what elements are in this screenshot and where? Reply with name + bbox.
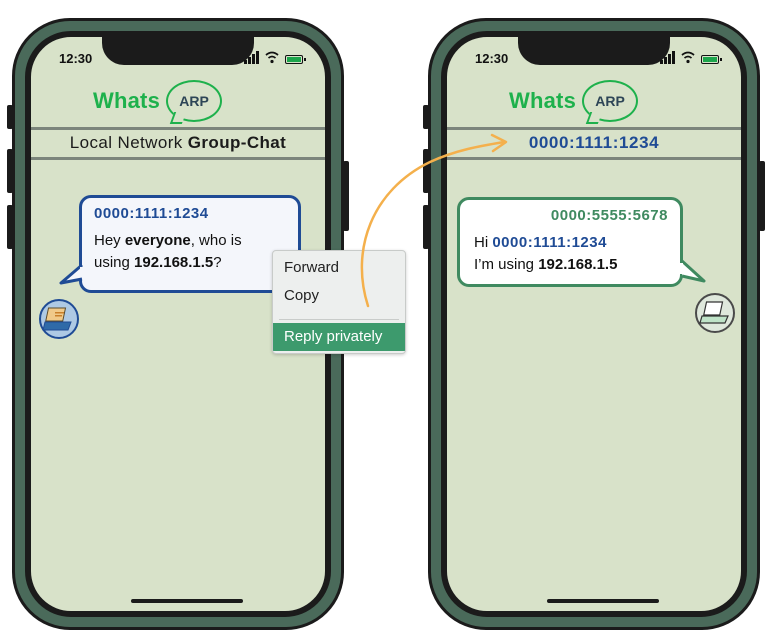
status-icons	[660, 50, 722, 64]
status-time: 12:30	[59, 51, 93, 66]
power-button	[759, 161, 765, 231]
app-logo: Whats ARP	[509, 80, 638, 122]
menu-item-forward[interactable]: Forward	[284, 259, 340, 276]
arrow-head-icon	[490, 133, 508, 153]
menu-separator	[279, 319, 399, 320]
laptop-icon	[42, 307, 72, 331]
notch	[102, 37, 254, 65]
header-rule-top	[31, 127, 325, 130]
volume-up-button	[7, 149, 13, 193]
reply-sender: 0000:5555:5678	[550, 207, 668, 224]
signal-icon	[244, 51, 259, 64]
logo-speech-bubble-icon: ARP	[582, 80, 638, 122]
battery-icon	[701, 55, 722, 64]
message-line-1-pre: Hey	[94, 232, 125, 249]
reply-bubble[interactable]: 0000:5555:5678 Hi 0000:1111:1234 I’m usi…	[457, 197, 683, 287]
message-text: Hey everyone, who is using 192.168.1.5?	[94, 230, 242, 274]
wifi-icon	[681, 51, 695, 64]
reply-line-2-pre: I’m using	[474, 256, 539, 273]
mute-switch	[7, 105, 13, 129]
logo-badge: ARP	[179, 93, 209, 109]
menu-item-reply-privately[interactable]: Reply privately	[273, 323, 405, 351]
status-time: 12:30	[475, 51, 509, 66]
home-indicator	[547, 599, 659, 603]
reply-text: Hi 0000:1111:1234 I’m using 192.168.1.5	[474, 232, 617, 276]
message-line-2: using 192.168.1.5?	[94, 252, 242, 274]
sender-avatar	[39, 299, 79, 339]
replier-avatar	[695, 293, 735, 333]
right-phone: 12:30 Whats ARP 0000:1111:1234 0000:5555…	[423, 18, 765, 630]
menu-item-copy[interactable]: Copy	[284, 287, 320, 304]
reply-line-1: Hi 0000:1111:1234	[474, 232, 617, 254]
header-rule-bottom	[31, 157, 325, 160]
message-line-1-bold: everyone	[124, 232, 191, 249]
reply-bubble-tail	[679, 259, 706, 283]
message-sender: 0000:1111:1234	[94, 205, 209, 222]
message-line-2-pre: using	[94, 254, 135, 271]
message-line-1-post: , who is	[190, 232, 242, 249]
volume-up-button	[423, 149, 429, 193]
message-line-2-bold: 192.168.1.5	[134, 254, 214, 271]
chat-title: Local Network Group-Chat	[31, 133, 325, 153]
app-logo: Whats ARP	[93, 80, 222, 122]
header-rule-top	[447, 127, 741, 130]
chat-title-plain: Local Network	[69, 133, 183, 152]
logo-text: Whats	[509, 88, 576, 113]
logo-speech-bubble-icon: ARP	[166, 80, 222, 122]
header-rule-bottom	[447, 157, 741, 160]
left-screen: 12:30 Whats ARP Local Network Group-Chat…	[25, 31, 331, 617]
chat-title-bold: Group-Chat	[187, 133, 287, 152]
logo-text: Whats	[93, 88, 160, 113]
bubble-tail	[59, 263, 85, 285]
mute-switch	[423, 105, 429, 129]
volume-down-button	[423, 205, 429, 249]
context-menu: Forward Copy Reply privately	[272, 250, 406, 354]
battery-icon	[285, 55, 306, 64]
reply-line-1-pre: Hi	[474, 234, 493, 251]
wifi-icon	[265, 51, 279, 64]
reply-line-2-bold: 192.168.1.5	[538, 256, 618, 273]
arrow-curve	[360, 140, 506, 308]
right-screen: 12:30 Whats ARP 0000:1111:1234 0000:5555…	[441, 31, 747, 617]
logo-badge: ARP	[595, 93, 625, 109]
laptop-icon	[699, 301, 729, 324]
power-button	[343, 161, 349, 231]
reply-line-2: I’m using 192.168.1.5	[474, 254, 617, 276]
message-line-1: Hey everyone, who is	[94, 230, 242, 252]
message-line-2-post: ?	[213, 254, 222, 271]
volume-down-button	[7, 205, 13, 249]
reply-line-1-address: 0000:1111:1234	[492, 234, 607, 251]
status-icons	[244, 50, 306, 64]
private-chat-address: 0000:1111:1234	[528, 133, 660, 152]
home-indicator	[131, 599, 243, 603]
signal-icon	[660, 51, 675, 64]
message-bubble[interactable]: 0000:1111:1234 Hey everyone, who is usin…	[79, 195, 301, 293]
notch	[518, 37, 670, 65]
